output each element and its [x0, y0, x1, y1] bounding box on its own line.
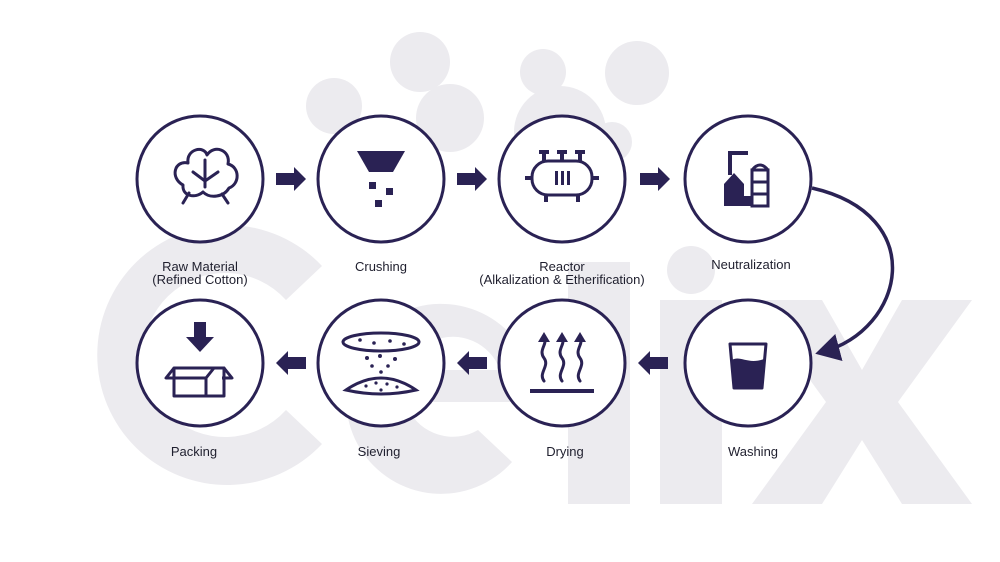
- reactor-tank-icon: [525, 150, 599, 202]
- factory-tower-icon: [724, 151, 770, 208]
- label-line: Neutralization: [711, 257, 791, 272]
- hopper-icon: [357, 151, 405, 207]
- curved-arrow-icon: [811, 186, 895, 362]
- step-circle-crushing: [316, 114, 446, 244]
- step-label-neutralization: Neutralization: [641, 258, 861, 271]
- step-label-sieving: Sieving: [269, 445, 489, 458]
- step-label-drying: Drying: [455, 445, 675, 458]
- arrow-left-icon: [457, 351, 487, 375]
- step-circle-sieving: [316, 298, 446, 428]
- step-circle-packing: [135, 298, 265, 428]
- water-glass-icon: [728, 342, 768, 390]
- arrow-right-icon: [457, 167, 487, 191]
- label-line: Washing: [727, 444, 779, 459]
- label-line: Drying: [546, 444, 584, 459]
- label-line: Crushing: [354, 259, 408, 274]
- heat-waves-icon: [530, 332, 594, 393]
- label-line: Packing: [170, 444, 218, 459]
- step-label-reactor: Reactor (Alkalization & Etherification): [452, 260, 672, 286]
- label-line: Reactor: [539, 259, 585, 274]
- sieve-icon: [341, 331, 421, 396]
- label-line: Sieving: [357, 444, 401, 459]
- cotton-icon: [173, 147, 239, 205]
- arrow-left-icon: [276, 351, 306, 375]
- box-down-arrow-icon: [164, 322, 234, 398]
- step-label-washing: Washing: [643, 445, 863, 458]
- step-label-crushing: Crushing: [271, 260, 491, 273]
- arrow-right-icon: [276, 167, 306, 191]
- label-line: Raw Material: [162, 259, 238, 274]
- label-line: (Alkalization & Etherification): [479, 272, 645, 287]
- label-line: (Refined Cotton): [152, 272, 248, 287]
- step-label-packing: Packing: [84, 445, 304, 458]
- step-circle-neutralization: [683, 114, 813, 244]
- step-label-raw-material: Raw Material (Refined Cotton): [90, 260, 310, 286]
- step-circle-drying: [497, 298, 627, 428]
- arrow-right-icon: [640, 167, 670, 191]
- arrow-left-icon: [638, 351, 668, 375]
